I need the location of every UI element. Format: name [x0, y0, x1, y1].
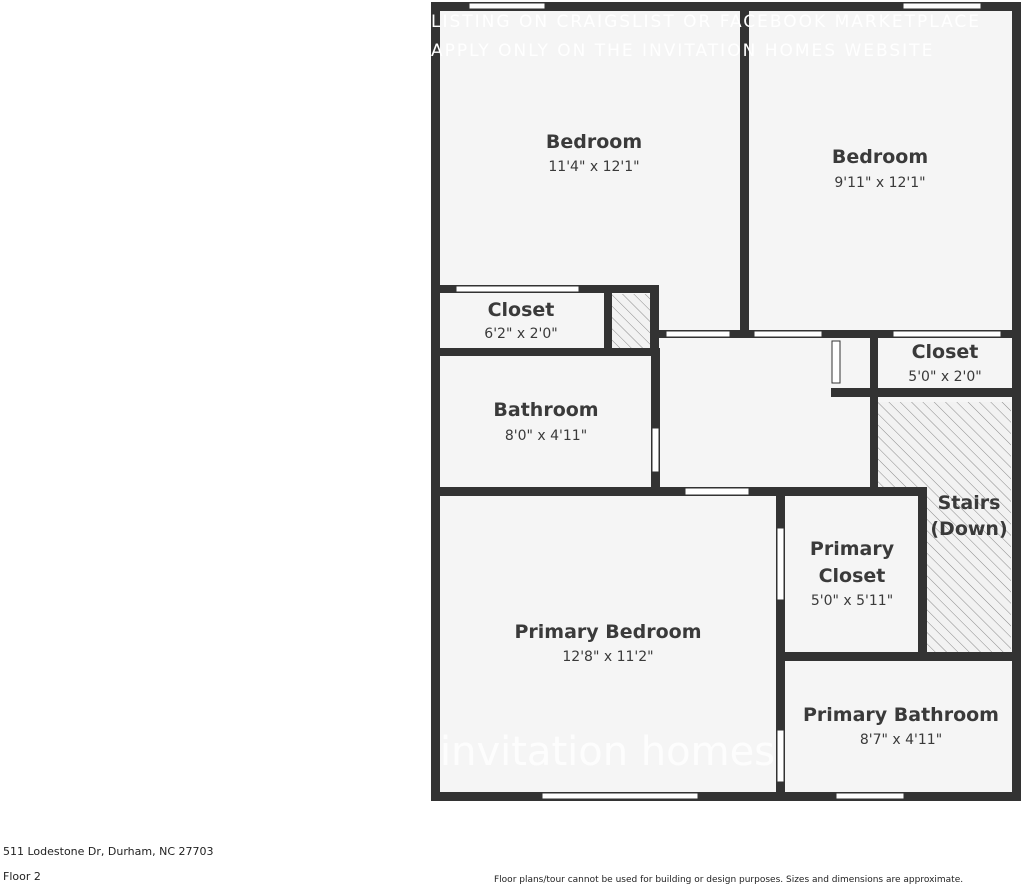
bathroom-name: Bathroom [493, 399, 598, 421]
primary-closet-name-line-1: Primary [810, 538, 895, 560]
closet-2-dims: 5'0" x 2'0" [908, 369, 981, 385]
closet-2-name: Closet [912, 341, 979, 363]
primary-bathroom-dims: 8'7" x 4'11" [860, 732, 942, 748]
primary-closet-name-line-2: Closet [819, 565, 886, 587]
stairs-name-line-1: Stairs [938, 492, 1001, 514]
primary-closet-dims: 5'0" x 5'11" [811, 593, 893, 609]
watermark-line-2: APPLY ONLY ON THE INVITATION HOMES WEBSI… [431, 41, 934, 61]
primary-bedroom-name: Primary Bedroom [514, 621, 701, 643]
bedroom-1-dims: 11'4" x 12'1" [548, 159, 639, 175]
walls [431, 2, 1021, 801]
bedroom-1-name: Bedroom [546, 131, 642, 153]
stairs-hatch-lower [927, 490, 1011, 654]
stairs-hatch-upper [875, 402, 1011, 490]
closet-hatch [612, 294, 650, 348]
floor-area [436, 6, 1016, 796]
closet-1-dims: 6'2" x 2'0" [484, 326, 557, 342]
bedroom-2-dims: 9'11" x 12'1" [834, 175, 925, 191]
brand-watermark: invitation homes [440, 729, 775, 775]
stairs-name-line-2: (Down) [930, 518, 1007, 540]
bathroom-dims: 8'0" x 4'11" [505, 428, 587, 444]
watermark-line-1: LISTING ON CRAIGSLIST OR FACEBOOK MARKET… [431, 12, 981, 32]
bedroom-2-name: Bedroom [832, 146, 928, 168]
openings [455, 2, 1002, 800]
primary-bathroom-name: Primary Bathroom [803, 704, 999, 726]
disclaimer-text: Floor plans/tour cannot be used for buil… [494, 875, 964, 885]
closet-1-name: Closet [488, 299, 555, 321]
property-address: 511 Lodestone Dr, Durham, NC 27703 [3, 845, 214, 858]
primary-bedroom-dims: 12'8" x 11'2" [562, 649, 653, 665]
floor-label: Floor 2 [3, 870, 41, 883]
